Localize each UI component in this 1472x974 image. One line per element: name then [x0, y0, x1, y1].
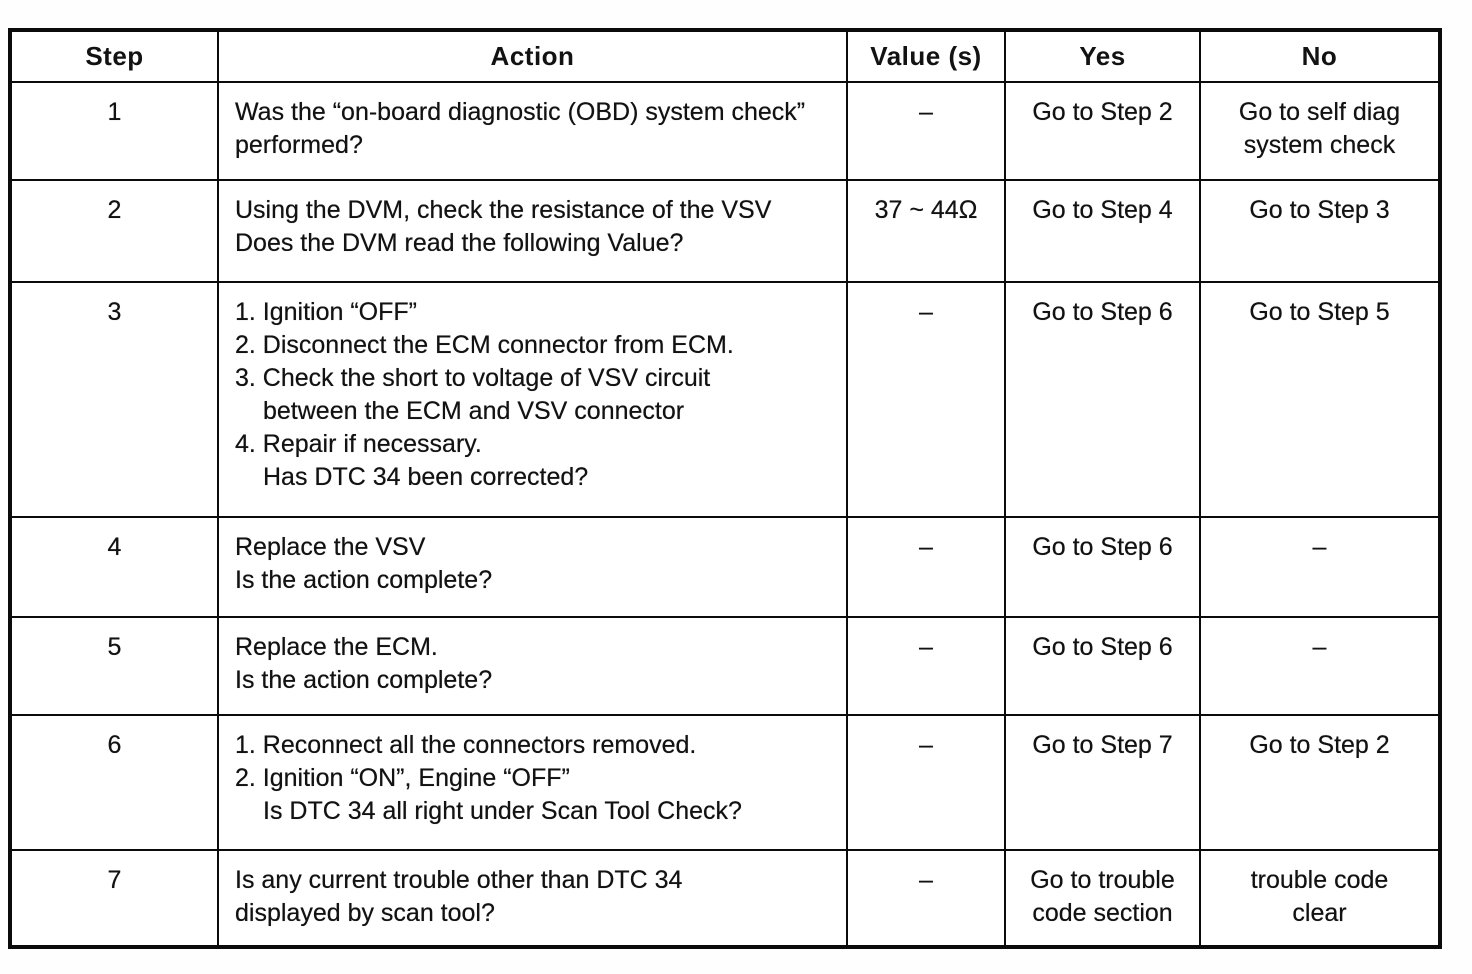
action-line: Has DTC 34 been corrected? — [263, 463, 589, 491]
diagnostic-steps-table: Step Action Value (s) Yes No 1 Was the “o… — [8, 28, 1442, 949]
header-value: Value (s) — [846, 29, 1006, 83]
value-cell: – — [846, 714, 1006, 851]
action-line: Was the “on-board diagnostic (OBD) syste… — [235, 98, 806, 126]
no-cell: – — [1199, 516, 1441, 618]
yes-cell: Go to Step 2 — [1004, 81, 1201, 181]
header-step: Step — [9, 29, 219, 83]
table-body: 1 Was the “on-board diagnostic (OBD) syst… — [9, 81, 1441, 948]
action-line: 2. Ignition “ON”, Engine “OFF” — [235, 764, 570, 792]
yes-cell: Go to Step 6 — [1004, 281, 1201, 518]
yes-cell: Go to Step 6 — [1004, 616, 1201, 716]
table-row: 2 Using the DVM, check the resistance of … — [9, 179, 1441, 283]
table-header: Step Action Value (s) Yes No — [9, 29, 1441, 83]
value-cell: – — [846, 516, 1006, 618]
action-line: 4. Repair if necessary. — [235, 430, 482, 458]
step-cell: 3 — [9, 281, 219, 518]
action-line: Is the action complete? — [235, 666, 493, 694]
action-cell: 1. Ignition “OFF” 2. Disconnect the ECM c… — [217, 281, 848, 518]
action-line: Replace the VSV — [235, 533, 426, 561]
header-no: No — [1199, 29, 1441, 83]
action-line: Is the action complete? — [235, 566, 493, 594]
action-line: 3. Check the short to voltage of VSV cir… — [235, 364, 711, 392]
table-row: 5 Replace the ECM. Is the action complete?… — [9, 616, 1441, 716]
no-cell: Go to Step 2 — [1199, 714, 1441, 851]
value-cell: – — [846, 849, 1006, 948]
action-line: displayed by scan tool? — [235, 899, 495, 927]
step-cell: 7 — [9, 849, 219, 948]
step-cell: 2 — [9, 179, 219, 283]
header-yes: Yes — [1004, 29, 1201, 83]
value-cell: 37 ~ 44Ω — [846, 179, 1006, 283]
action-line: 1. Ignition “OFF” — [235, 298, 417, 326]
step-cell: 5 — [9, 616, 219, 716]
action-cell: Replace the ECM. Is the action complete? — [217, 616, 848, 716]
action-cell: Is any current trouble other than DTC 34… — [217, 849, 848, 948]
yes-cell: Go to Step 4 — [1004, 179, 1201, 283]
table-row: 1 Was the “on-board diagnostic (OBD) syst… — [9, 81, 1441, 181]
action-line: Is DTC 34 all right under Scan Tool Chec… — [263, 797, 742, 825]
table-row: 3 1. Ignition “OFF” 2. Disconnect the ECM … — [9, 281, 1441, 518]
action-cell: Using the DVM, check the resistance of t… — [217, 179, 848, 283]
step-cell: 4 — [9, 516, 219, 618]
action-cell: Was the “on-board diagnostic (OBD) syste… — [217, 81, 848, 181]
action-line: between the ECM and VSV connector — [263, 397, 685, 425]
yes-cell: Go to trouble code section — [1004, 849, 1201, 948]
no-cell: Go to self diag system check — [1199, 81, 1441, 181]
value-cell: – — [846, 81, 1006, 181]
action-line: 2. Disconnect the ECM connector from ECM… — [235, 331, 734, 359]
value-cell: – — [846, 616, 1006, 716]
no-cell: Go to Step 5 — [1199, 281, 1441, 518]
action-line: Replace the ECM. — [235, 633, 438, 661]
diagnostic-table-wrap: Step Action Value (s) Yes No 1 Was the “o… — [8, 28, 1442, 949]
header-action: Action — [217, 29, 848, 83]
no-cell: Go to Step 3 — [1199, 179, 1441, 283]
action-line: Does the DVM read the following Value? — [235, 229, 684, 257]
value-cell: – — [846, 281, 1006, 518]
step-cell: 1 — [9, 81, 219, 181]
step-cell: 6 — [9, 714, 219, 851]
action-line: Using the DVM, check the resistance of t… — [235, 196, 772, 224]
table-row: 4 Replace the VSV Is the action complete? –… — [9, 516, 1441, 618]
action-line: 1. Reconnect all the connectors removed. — [235, 731, 697, 759]
yes-cell: Go to Step 7 — [1004, 714, 1201, 851]
header-row: Step Action Value (s) Yes No — [9, 29, 1441, 83]
no-cell: trouble code clear — [1199, 849, 1441, 948]
no-cell: – — [1199, 616, 1441, 716]
action-line: performed? — [235, 131, 363, 159]
action-cell: Replace the VSV Is the action complete? — [217, 516, 848, 618]
yes-cell: Go to Step 6 — [1004, 516, 1201, 618]
action-line: Is any current trouble other than DTC 34 — [235, 866, 683, 894]
action-cell: 1. Reconnect all the connectors removed.… — [217, 714, 848, 851]
